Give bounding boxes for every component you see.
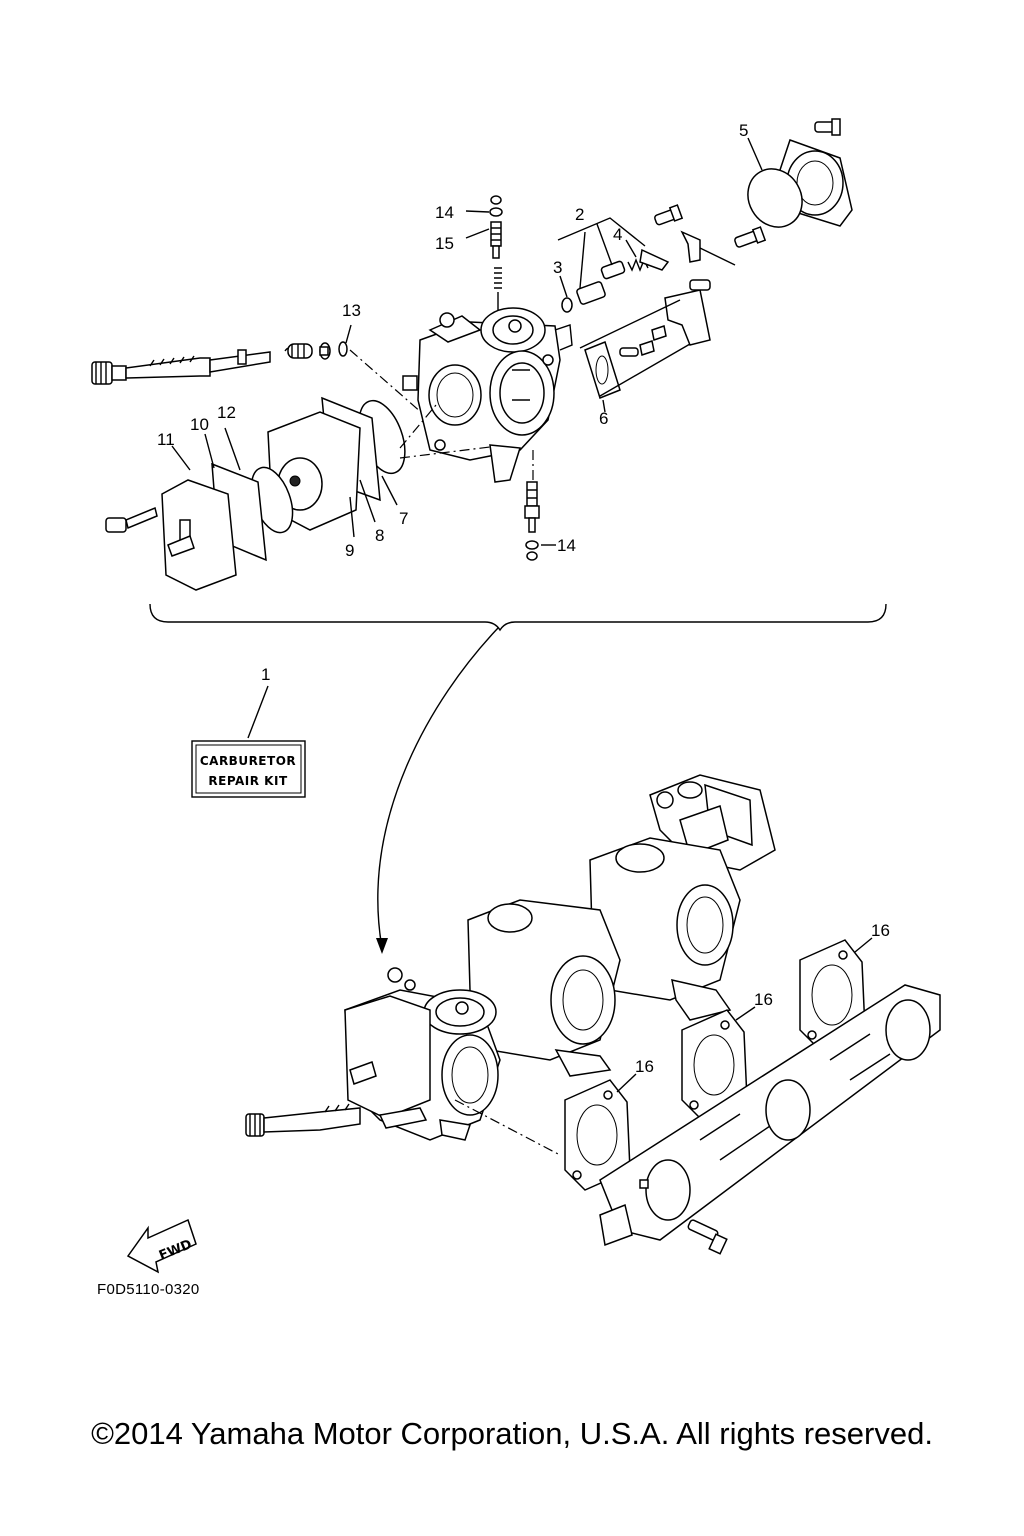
callout-4: 4 (613, 225, 622, 244)
callout-10: 10 (190, 415, 209, 434)
callout-12: 12 (217, 403, 236, 422)
mounting-gasket-6 (579, 279, 711, 399)
intake-manifold (599, 984, 941, 1255)
callout-16-rear: 16 (871, 921, 890, 940)
callout-13: 13 (342, 301, 361, 320)
callout-7: 7 (399, 509, 408, 528)
callout-16-front: 16 (635, 1057, 654, 1076)
float-arm-hardware (654, 204, 767, 266)
callout-8: 8 (375, 526, 384, 545)
fuel-pump-stack (105, 396, 406, 591)
callout-2: 2 (575, 205, 584, 224)
carburetor-body (402, 307, 573, 483)
callout-15: 15 (435, 234, 454, 253)
assembly-pointer-arrow (377, 627, 499, 949)
throttle-stop-screw (91, 342, 331, 385)
assembly-brace (149, 603, 887, 632)
callout-3: 3 (553, 258, 562, 277)
diaphragm-cover (747, 118, 853, 228)
callout-14-bottom: 14 (557, 536, 576, 555)
diagram-code: F0D5110-0320 (97, 1281, 200, 1298)
kit-label-line2: REPAIR KIT (208, 774, 288, 788)
pilot-jet-assembly (489, 195, 503, 310)
callout-6: 6 (599, 409, 608, 428)
o-ring-13 (338, 341, 348, 357)
callout-1: 1 (261, 665, 270, 684)
needle-valve-set (561, 248, 670, 313)
kit-label-line1: CARBURETOR (200, 754, 296, 768)
callout-5: 5 (739, 121, 748, 140)
copyright-notice: ©2014 Yamaha Motor Corporation, U.S.A. A… (91, 1416, 933, 1451)
main-jet-assembly (524, 450, 540, 561)
callout-9: 9 (345, 541, 354, 560)
forward-direction-arrow (126, 1218, 197, 1274)
callout-11: 11 (157, 430, 175, 449)
carburetor-repair-kit-label (191, 740, 306, 798)
carburetor-bank (245, 774, 776, 1141)
callout-14-top: 14 (435, 203, 454, 222)
callout-16-middle: 16 (754, 990, 773, 1009)
